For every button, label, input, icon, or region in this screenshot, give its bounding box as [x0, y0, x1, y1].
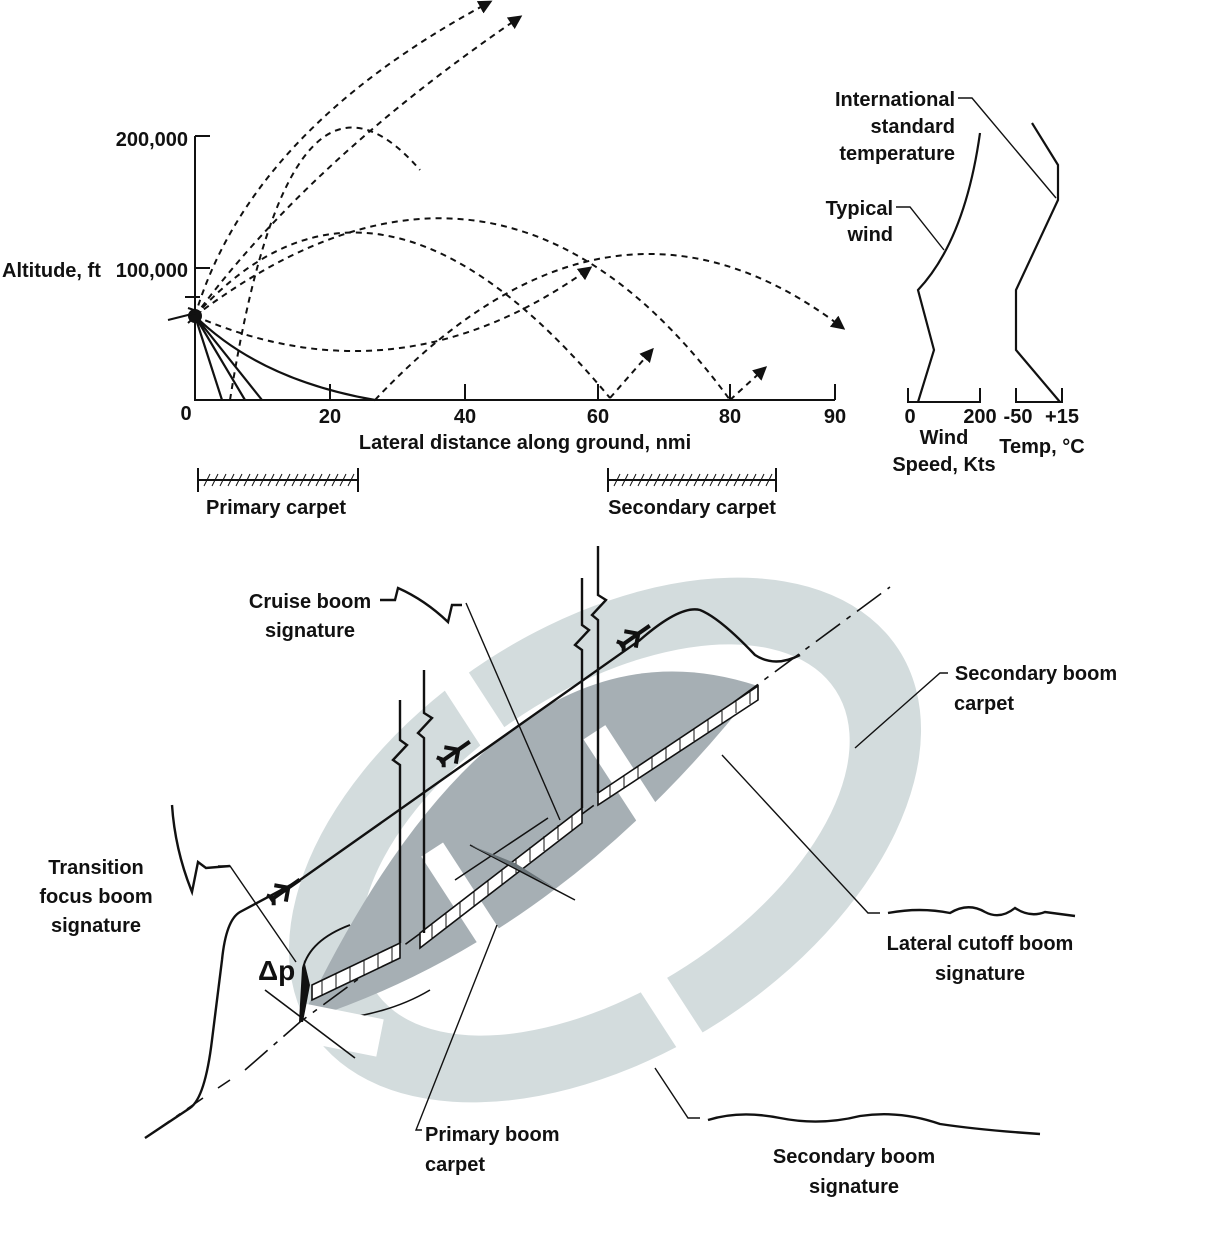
x-tick-label: 80 [719, 406, 741, 428]
primary-carpet-label: Primary boom [425, 1124, 559, 1146]
refracted-ray [194, 266, 593, 353]
primary-carpet-gaps [421, 725, 688, 983]
carpet-gap [296, 1003, 384, 1057]
secondary-carpet-leader [854, 672, 948, 749]
secondary-signature-label: signature [809, 1176, 899, 1198]
escaping-ray [194, 0, 493, 317]
aircraft-icon [616, 624, 651, 652]
solid-ray [194, 315, 263, 401]
temp-axis-title: Temp, °C [999, 436, 1084, 458]
lateral-cutoff-label: Lateral cutoff boom [887, 933, 1074, 955]
secondary-signature-label: Secondary boom [773, 1146, 935, 1168]
aircraft-icon [266, 878, 301, 906]
wind-tick-label: 200 [963, 406, 996, 428]
wind-tick-label: 0 [904, 406, 915, 428]
reflected-ray [609, 347, 654, 399]
ray-trajectory-chart: 200,000 100,000 Altitude, ft 0 20 40 60 … [2, 0, 846, 519]
aircraft-icon [167, 307, 202, 324]
focus-boom-spike [300, 960, 310, 1022]
ist-label: temperature [839, 143, 955, 165]
secondary-carpet-label: carpet [954, 693, 1014, 715]
secondary-signature-leader [654, 1067, 700, 1119]
x-axis-title: Lateral distance along ground, nmi [359, 432, 691, 454]
cross-section-lines [454, 817, 576, 901]
transition-label: focus boom [39, 886, 152, 908]
cruise-label: Cruise boom [249, 591, 371, 613]
lateral-cutoff-leader [721, 754, 880, 914]
y-tick-label: 100,000 [116, 260, 188, 282]
lateral-cutoff-label: signature [935, 963, 1025, 985]
ist-label: International [835, 89, 955, 111]
temp-tick-label: +15 [1045, 406, 1079, 428]
solid-ray [193, 315, 224, 401]
refracted-ray [194, 231, 611, 399]
transition-leader [218, 865, 297, 963]
typical-wind-label: Typical [826, 198, 893, 220]
boom-wall-line [590, 546, 608, 793]
wind-axis-title: Speed, Kts [892, 454, 995, 476]
wind-axis-title: Wind [920, 427, 969, 449]
x-tick-label: 20 [319, 406, 341, 428]
temp-tick-label: -50 [1004, 406, 1033, 428]
solid-ray [194, 315, 246, 401]
flight-path [144, 608, 801, 1139]
cruise-signature-waveform [380, 586, 462, 625]
lateral-cutoff-waveform [887, 906, 1076, 918]
transition-signature-waveform [170, 804, 231, 897]
cross-section-shading [470, 845, 555, 888]
boom-wall-line [416, 670, 434, 933]
focus-line [264, 989, 356, 1059]
primary-boom-carpet [296, 671, 758, 1057]
wind-axis [907, 388, 981, 403]
wind-leader [896, 206, 945, 251]
secondary-carpet-label: Secondary carpet [608, 497, 776, 519]
secondary-carpet-bracket [607, 468, 777, 492]
boom-wall-line [573, 578, 591, 808]
escaping-ray [194, 15, 523, 317]
y-tick-label: 200,000 [116, 129, 188, 151]
x-origin-label: 0 [180, 403, 191, 425]
cruise-leader [465, 602, 561, 821]
y-axis-title: Altitude, ft [2, 260, 101, 282]
chart-axes [194, 136, 835, 401]
reflected-ray [729, 366, 768, 401]
x-tick-marks [329, 384, 836, 400]
upgoing-ray [229, 126, 421, 401]
secondary-carpet-label: Secondary boom [955, 663, 1117, 685]
aircraft-icon [436, 740, 471, 768]
boom-carpet-diagram: Δp Cruise boom signature Transition focu… [39, 546, 1117, 1198]
delta-p-label: Δp [258, 955, 295, 986]
temp-axis [1015, 388, 1063, 403]
refracted-ray [374, 253, 846, 401]
primary-carpet-leader [414, 924, 498, 1131]
ist-leader [958, 97, 1057, 199]
refracted-ray [194, 217, 731, 401]
boom-wall-line [391, 700, 409, 943]
x-tick-label: 40 [454, 406, 476, 428]
primary-carpet-label: Primary carpet [206, 497, 346, 519]
wind-profile-line [916, 132, 982, 403]
solid-ray [194, 315, 376, 402]
y-tick-marks [195, 135, 210, 269]
ist-label: standard [871, 116, 955, 138]
typical-wind-label: wind [846, 224, 893, 246]
transition-label: Transition [48, 857, 144, 879]
primary-carpet-bracket [197, 468, 359, 492]
secondary-signature-waveform [707, 1113, 1041, 1136]
x-tick-label: 90 [824, 406, 846, 428]
atmosphere-profiles: International standard temperature Typic… [826, 89, 1085, 476]
cruise-label: signature [265, 620, 355, 642]
transition-label: signature [51, 915, 141, 937]
x-tick-label: 60 [587, 406, 609, 428]
primary-carpet-label: carpet [425, 1154, 485, 1176]
temperature-profile-line [1014, 122, 1061, 403]
